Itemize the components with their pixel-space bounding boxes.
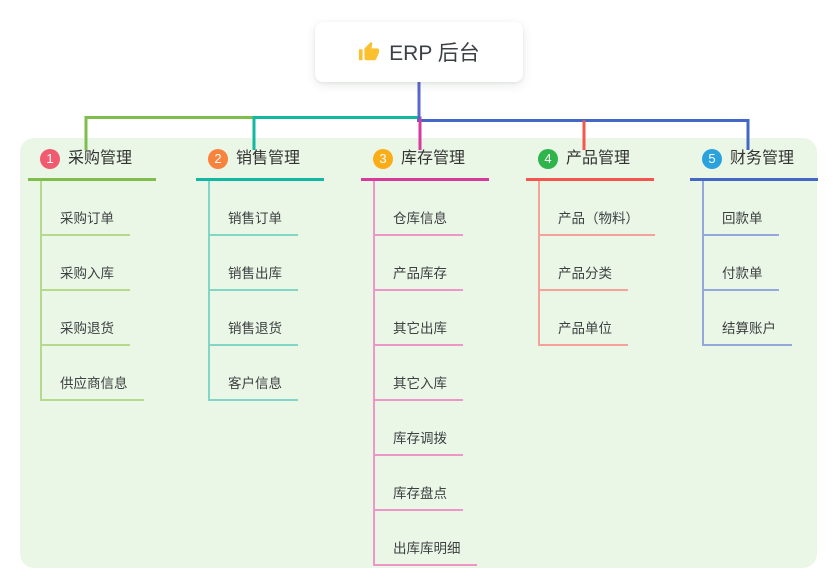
branch-label: 财务管理 bbox=[730, 150, 795, 167]
child-node[interactable]: 采购入库 bbox=[42, 236, 130, 291]
branch-column-3: 3 库存管理仓库信息产品库存其它出库其它入库库存调拨库存盘点出库库明细 bbox=[361, 148, 511, 566]
branch-label: 销售管理 bbox=[236, 150, 301, 167]
branch-label: 库存管理 bbox=[401, 150, 466, 167]
child-node[interactable]: 付款单 bbox=[704, 236, 779, 291]
child-node[interactable]: 销售出库 bbox=[210, 236, 298, 291]
branch-number-badge: 2 bbox=[208, 149, 228, 169]
branch-number-badge: 4 bbox=[538, 149, 558, 169]
branch-node[interactable]: 1 采购管理 bbox=[28, 148, 156, 181]
child-node[interactable]: 其它出库 bbox=[375, 291, 463, 346]
child-node[interactable]: 回款单 bbox=[704, 181, 779, 236]
branch-node[interactable]: 2 销售管理 bbox=[196, 148, 324, 181]
branch-label: 采购管理 bbox=[68, 150, 133, 167]
child-node[interactable]: 产品库存 bbox=[375, 236, 463, 291]
branch-node[interactable]: 4 产品管理 bbox=[526, 148, 654, 181]
child-list: 回款单付款单结算账户 bbox=[702, 181, 792, 346]
branch-number-badge: 3 bbox=[373, 149, 393, 169]
thumbs-up-icon bbox=[359, 41, 380, 61]
branch-number-badge: 5 bbox=[702, 149, 722, 169]
child-node[interactable]: 仓库信息 bbox=[375, 181, 463, 236]
child-node[interactable]: 产品（物料） bbox=[540, 181, 655, 236]
child-list: 仓库信息产品库存其它出库其它入库库存调拨库存盘点出库库明细 bbox=[373, 181, 477, 566]
child-node[interactable]: 采购退货 bbox=[42, 291, 130, 346]
branch-node[interactable]: 5 财务管理 bbox=[690, 148, 818, 181]
branch-label: 产品管理 bbox=[566, 150, 631, 167]
child-node[interactable]: 采购订单 bbox=[42, 181, 130, 236]
child-node[interactable]: 销售退货 bbox=[210, 291, 298, 346]
child-node[interactable]: 出库库明细 bbox=[375, 511, 477, 566]
branches-panel bbox=[20, 138, 817, 568]
child-list: 采购订单采购入库采购退货供应商信息 bbox=[40, 181, 144, 401]
child-node[interactable]: 产品分类 bbox=[540, 236, 628, 291]
child-list: 销售订单销售出库销售退货客户信息 bbox=[208, 181, 298, 401]
branch-column-2: 2 销售管理销售订单销售出库销售退货客户信息 bbox=[196, 148, 346, 401]
branch-node[interactable]: 3 库存管理 bbox=[361, 148, 489, 181]
child-node[interactable]: 库存盘点 bbox=[375, 456, 463, 511]
child-node[interactable]: 供应商信息 bbox=[42, 346, 144, 401]
branch-number-badge: 1 bbox=[40, 149, 60, 169]
child-node[interactable]: 结算账户 bbox=[704, 291, 792, 346]
child-list: 产品（物料）产品分类产品单位 bbox=[538, 181, 655, 346]
branch-column-1: 1 采购管理采购订单采购入库采购退货供应商信息 bbox=[28, 148, 178, 401]
branch-column-4: 4 产品管理产品（物料）产品分类产品单位 bbox=[526, 148, 676, 346]
root-title: ERP 后台 bbox=[389, 42, 480, 65]
root-node[interactable]: ERP 后台 bbox=[315, 22, 523, 82]
child-node[interactable]: 其它入库 bbox=[375, 346, 463, 401]
child-node[interactable]: 客户信息 bbox=[210, 346, 298, 401]
branch-column-5: 5 财务管理回款单付款单结算账户 bbox=[690, 148, 839, 346]
child-node[interactable]: 产品单位 bbox=[540, 291, 628, 346]
child-node[interactable]: 库存调拨 bbox=[375, 401, 463, 456]
child-node[interactable]: 销售订单 bbox=[210, 181, 298, 236]
